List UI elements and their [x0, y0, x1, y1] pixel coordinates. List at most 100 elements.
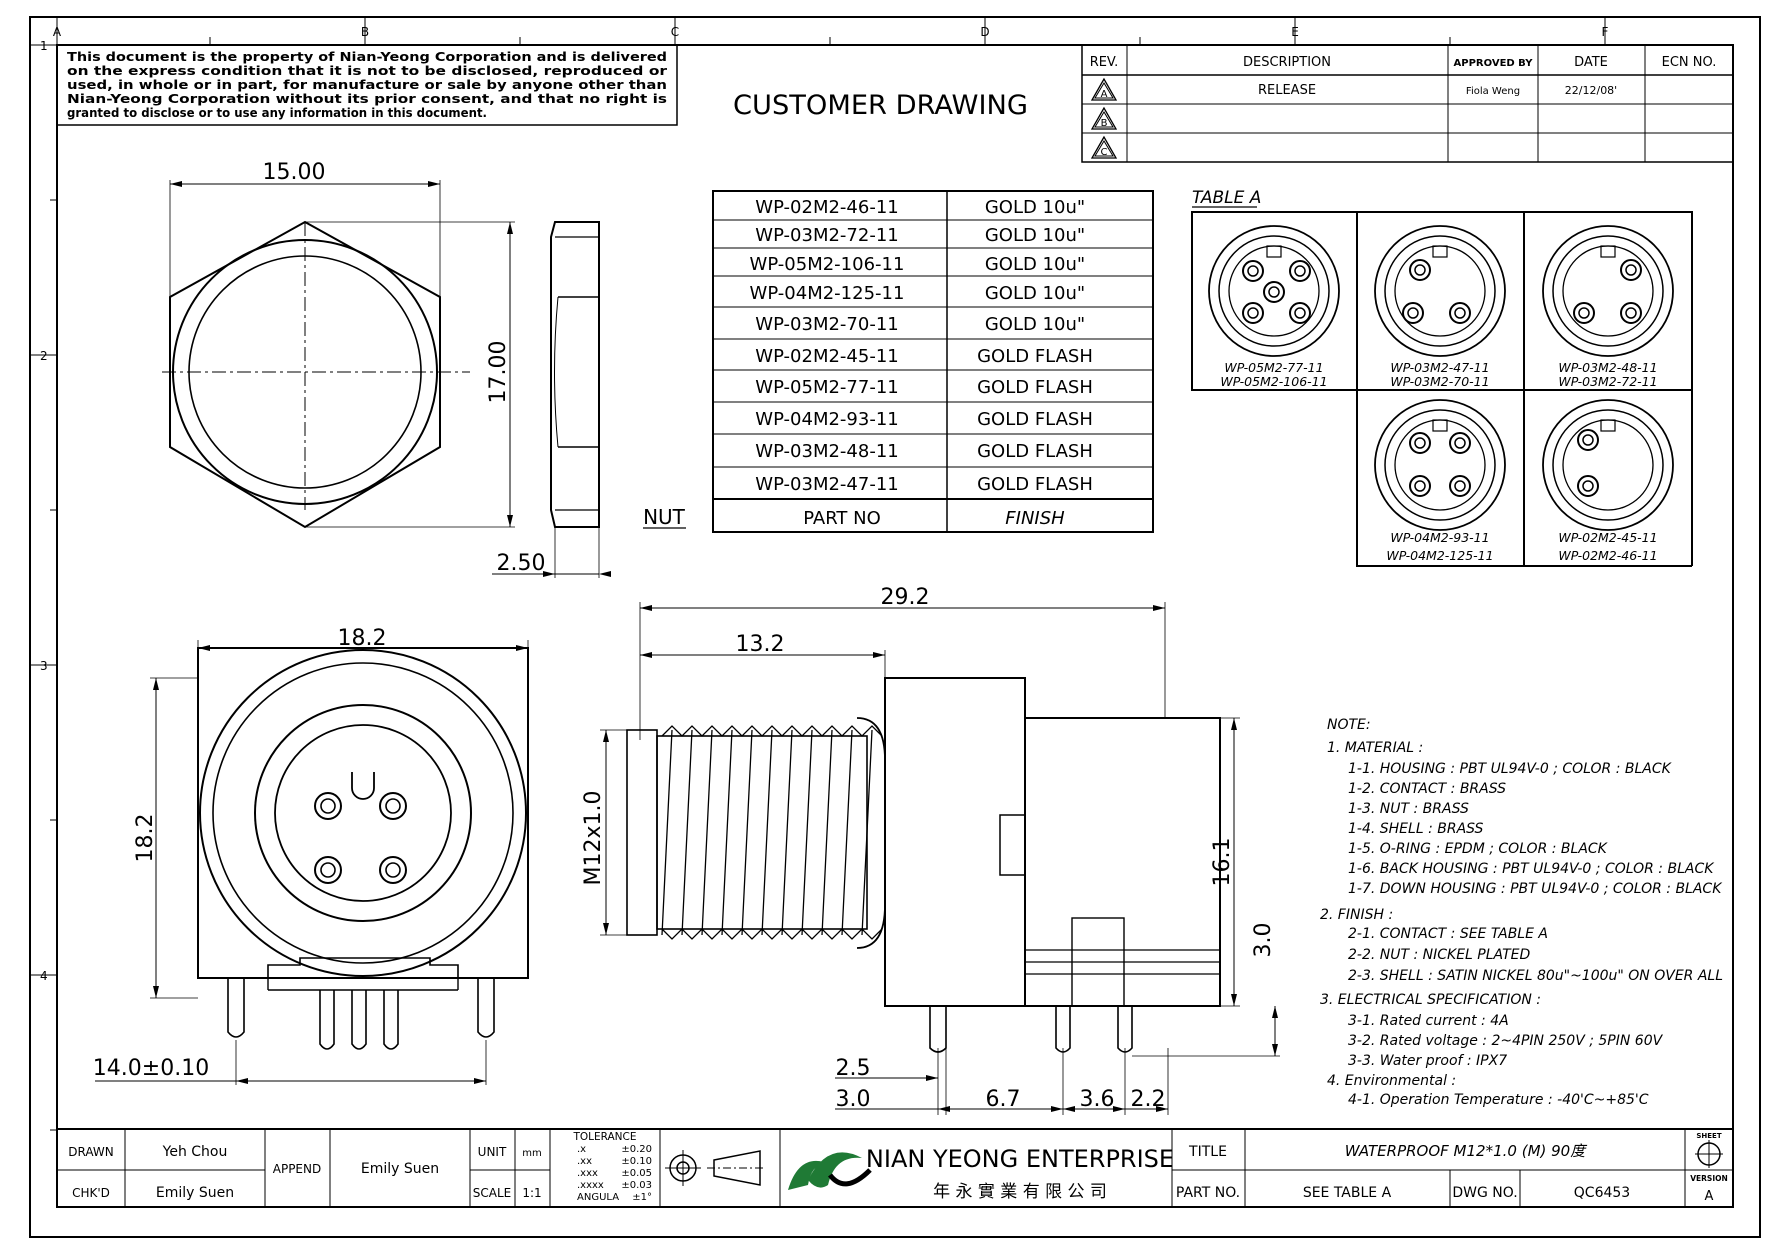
- parts-table: WP-02M2-46-11 GOLD 10u" WP-03M2-72-11 GO…: [712, 190, 1154, 533]
- tolerance-value: ±0.20: [621, 1144, 652, 1155]
- dim-2-2: 2.2: [1131, 1087, 1166, 1112]
- part-number: WP-03M2-70-11: [755, 314, 898, 335]
- rev-a-marker: A: [1090, 77, 1118, 101]
- part-finish: GOLD FLASH: [977, 441, 1093, 462]
- part-number: WP-04M2-93-11: [755, 409, 898, 430]
- part-number: WP-03M2-48-11: [755, 441, 898, 462]
- description-header: DESCRIPTION: [1243, 55, 1331, 70]
- note-line: 4-1. Operation Temperature : -40'C~+85'C: [1348, 1092, 1649, 1108]
- grid-col-label: F: [1602, 25, 1609, 39]
- note-line: 2-3. SHELL : SATIN NICKEL 80u"~100u" ON …: [1348, 968, 1723, 984]
- proprietary-notice: This document is the property of Nian-Ye…: [56, 44, 678, 126]
- nut-front-view: [162, 180, 515, 529]
- grid-row-label: 3: [40, 659, 48, 673]
- note-line: NOTE:: [1327, 717, 1371, 733]
- tolerance-value: ±0.03: [621, 1180, 652, 1191]
- note-line: 3-1. Rated current : 4A: [1348, 1013, 1509, 1029]
- dim-2-5: 2.5: [836, 1056, 871, 1081]
- table-a-part-label: WP-04M2-125-11: [1386, 548, 1493, 563]
- part-finish: GOLD 10u": [985, 283, 1085, 304]
- tolerance-key: .xxx: [577, 1168, 598, 1179]
- svg-text:C: C: [1101, 147, 1108, 158]
- notice-line: Nian-Yeong Corporation without its prior…: [67, 91, 667, 106]
- notice-line: granted to disclose or to use any inform…: [67, 105, 487, 120]
- version-value: A: [1705, 1189, 1714, 1204]
- finish-header: FINISH: [1005, 508, 1065, 529]
- rev-header: REV.: [1090, 55, 1119, 70]
- revision-table: REV. DESCRIPTION APPROVED BY DATE ECN NO…: [1081, 44, 1734, 163]
- table-a-part-label: WP-05M2-77-11: [1224, 360, 1323, 375]
- table-a-3pin-layout-a: [1374, 225, 1506, 357]
- tolerance-key: .xxxx: [577, 1180, 604, 1191]
- part-finish: GOLD FLASH: [977, 474, 1093, 495]
- dwg-no-value: QC6453: [1574, 1185, 1630, 1201]
- svg-text:NUT: NUT: [643, 505, 686, 529]
- connector-side-view: [600, 602, 1280, 1115]
- grid-col-label: E: [1291, 25, 1299, 39]
- dim-front-height: 18.2: [133, 814, 158, 863]
- part-finish: GOLD 10u": [985, 197, 1085, 218]
- nut-side-view: [492, 221, 611, 578]
- grid-col-label: C: [671, 25, 679, 39]
- dim-3-6: 3.6: [1080, 1087, 1115, 1112]
- grid-row-label: 1: [40, 39, 48, 53]
- dim-thread-size: M12x1.0: [581, 791, 606, 886]
- chkd-value: Emily Suen: [156, 1185, 234, 1201]
- title-block: DRAWN Yeh Chou CHK'D Emily Suen APPEND E…: [56, 1128, 1734, 1208]
- part-finish: GOLD FLASH: [977, 377, 1093, 398]
- dim-body-height: 16.1: [1210, 838, 1235, 887]
- grid-row-labels: 1 2 3 4: [40, 39, 48, 983]
- grid-col-label: A: [53, 25, 62, 39]
- tolerance-title: TOLERANCE: [572, 1131, 636, 1143]
- part-finish: GOLD 10u": [985, 225, 1085, 246]
- grid-col-label: B: [361, 25, 369, 39]
- table-a-2pin-layout: [1542, 399, 1674, 531]
- company-name-chinese: 年 永 實 業 有 限 公 司: [933, 1182, 1107, 1202]
- note-line: 3. ELECTRICAL SPECIFICATION :: [1320, 992, 1541, 1008]
- drawn-label: DRAWN: [68, 1145, 114, 1159]
- table-a-part-label: WP-05M2-106-11: [1220, 374, 1327, 389]
- date-header: DATE: [1574, 55, 1608, 70]
- tolerance-key: ANGULA: [577, 1192, 619, 1203]
- ecn-header: ECN NO.: [1662, 55, 1717, 70]
- notice-line: used, in whole or in part, for manufactu…: [67, 77, 667, 92]
- grid-col-label: D: [980, 25, 989, 39]
- note-line: 2-2. NUT : NICKEL PLATED: [1348, 947, 1531, 963]
- note-line: 2-1. CONTACT : SEE TABLE A: [1348, 926, 1548, 942]
- dim-nut-thickness: 2.50: [497, 551, 546, 576]
- dim-3-0: 3.0: [836, 1087, 871, 1112]
- part-no-value: SEE TABLE A: [1303, 1185, 1392, 1201]
- drawn-value: Yeh Chou: [162, 1144, 228, 1160]
- rev-a-description: RELEASE: [1258, 83, 1316, 98]
- note-line: 3-2. Rated voltage : 2~4PIN 250V ; 5PIN …: [1348, 1033, 1664, 1049]
- unit-value: mm: [522, 1148, 541, 1159]
- table-a-part-label: WP-04M2-93-11: [1390, 530, 1489, 545]
- drawing-title: CUSTOMER DRAWING: [733, 90, 1028, 121]
- part-number: WP-02M2-45-11: [755, 346, 898, 367]
- table-a-part-label: WP-03M2-70-11: [1390, 374, 1489, 389]
- rev-c-marker: C: [1090, 135, 1118, 159]
- note-line: 4. Environmental :: [1327, 1073, 1456, 1089]
- rev-a-date: 22/12/08': [1565, 84, 1617, 97]
- tolerance-value: ±1°: [632, 1192, 652, 1203]
- chkd-label: CHK'D: [72, 1186, 110, 1200]
- svg-text:A: A: [1101, 89, 1108, 100]
- tolerance-key: .x: [577, 1144, 586, 1155]
- connector-front-view: [95, 640, 529, 1085]
- nut-label: NUT: [643, 505, 686, 529]
- part-finish: GOLD 10u": [985, 314, 1085, 335]
- note-line: 1-5. O-RING : EPDM ; COLOR : BLACK: [1348, 841, 1609, 857]
- version-label: VERSION: [1690, 1174, 1728, 1183]
- svg-text:B: B: [1101, 118, 1108, 129]
- part-number: WP-03M2-72-11: [755, 225, 898, 246]
- notice-line: This document is the property of Nian-Ye…: [67, 49, 667, 64]
- append-label: APPEND: [273, 1162, 321, 1176]
- note-line: 1-3. NUT : BRASS: [1348, 801, 1469, 817]
- tolerance-value: ±0.10: [621, 1156, 652, 1167]
- third-angle-projection-icon: [665, 1150, 766, 1186]
- grid-row-label: 2: [40, 349, 48, 363]
- rev-b-marker: B: [1090, 106, 1118, 130]
- table-a-part-label: WP-03M2-47-11: [1390, 360, 1489, 375]
- company-logo: [788, 1152, 872, 1190]
- sheet-symbol-icon: [1695, 1140, 1723, 1168]
